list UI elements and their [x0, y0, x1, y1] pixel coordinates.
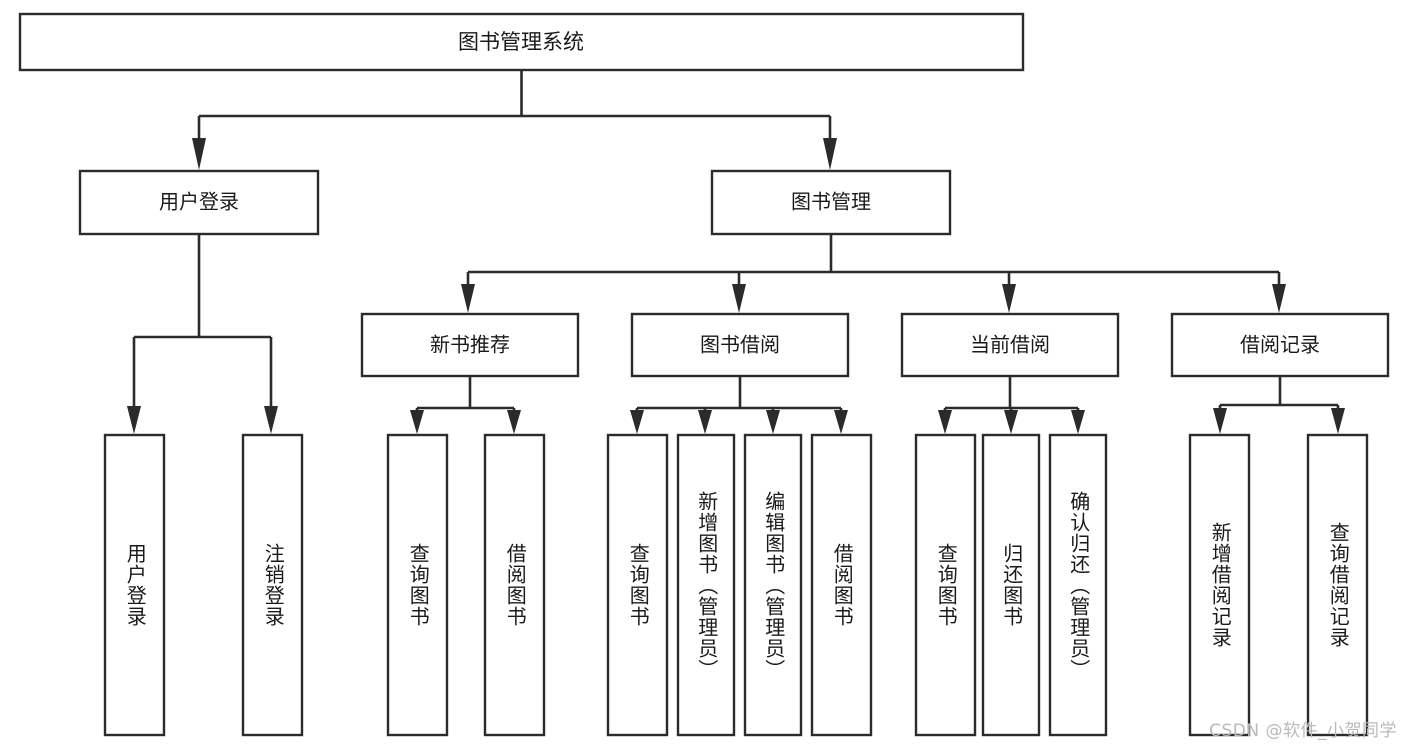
csdn-watermark: CSDN @软件_小贺同学 — [1209, 721, 1397, 741]
node-book-manage-label: 图书管理 — [791, 190, 871, 214]
node-user-login-label: 用户登录 — [159, 190, 239, 214]
connector-book-manage-to-level3 — [461, 234, 1286, 313]
arrowhead-leaf-logout — [264, 406, 278, 434]
node-root-label: 图书管理系统 — [458, 30, 584, 54]
connector-book-borrow-to-leaves — [630, 376, 848, 434]
arrowhead-leaf-add-book — [698, 410, 712, 434]
connector-user-login-to-leaves — [127, 234, 278, 434]
node-current-borrow-box — [900, 312, 1120, 378]
arrowhead-leaf-add-record — [1213, 408, 1227, 434]
node-book-manage[interactable]: 图书管理 — [710, 169, 952, 236]
arrowhead-leaf-return-book — [1004, 410, 1018, 434]
arrowhead-current-borrow — [1002, 284, 1016, 313]
connector-borrow-record-to-leaves — [1213, 376, 1345, 434]
arrowhead-book-borrow — [732, 284, 746, 313]
node-borrow-record-box — [1170, 312, 1390, 378]
arrowhead-leaf-query-book-1 — [410, 410, 424, 434]
arrowhead-leaf-query-book-2 — [630, 410, 644, 434]
node-book-borrow[interactable]: 图书借阅 — [630, 312, 850, 378]
leaf-box-query-book-3[interactable] — [914, 433, 977, 737]
node-new-book-recommend-box — [360, 312, 580, 378]
arrowhead-leaf-user-login — [127, 406, 141, 434]
arrowhead-leaf-borrow-book-1 — [507, 410, 521, 434]
node-user-login-box — [78, 169, 320, 236]
arrowhead-user-login — [192, 138, 206, 170]
leaf-box-confirm-return[interactable] — [1048, 433, 1108, 737]
node-book-borrow-box — [630, 312, 850, 378]
leaf-box-query-record[interactable] — [1306, 433, 1369, 737]
connector-new-book-recommend-to-leaves — [410, 376, 521, 434]
arrowhead-leaf-borrow-book-2 — [834, 410, 848, 434]
leaf-box-user-login[interactable] — [103, 433, 166, 737]
node-borrow-record[interactable]: 借阅记录 — [1170, 312, 1390, 378]
node-user-login[interactable]: 用户登录 — [78, 169, 320, 236]
leaf-box-add-record[interactable] — [1188, 433, 1251, 737]
arrowhead-book-manage — [823, 138, 837, 170]
arrowhead-borrow-record — [1272, 284, 1286, 313]
arrowhead-leaf-query-book-3 — [938, 410, 952, 434]
leaf-box-logout[interactable] — [241, 433, 304, 737]
node-current-borrow-label: 当前借阅 — [970, 333, 1050, 357]
leaf-box-return-book[interactable] — [981, 433, 1041, 737]
leaf-box-edit-book[interactable] — [743, 433, 803, 737]
node-new-book-recommend[interactable]: 新书推荐 — [360, 312, 580, 378]
leaf-box-add-book[interactable] — [676, 433, 736, 737]
connector-current-borrow-to-leaves — [938, 376, 1085, 434]
leaf-box-borrow-book-1[interactable] — [483, 433, 546, 737]
connector-root-to-level2 — [192, 70, 837, 170]
leaf-box-borrow-book-2[interactable] — [810, 433, 873, 737]
node-new-book-recommend-label: 新书推荐 — [430, 333, 510, 357]
node-borrow-record-label: 借阅记录 — [1240, 333, 1320, 357]
arrowhead-leaf-query-record — [1331, 408, 1345, 434]
arrowhead-new-book-recommend — [461, 284, 475, 313]
node-current-borrow[interactable]: 当前借阅 — [900, 312, 1120, 378]
node-book-borrow-label: 图书借阅 — [700, 333, 780, 357]
leaf-box-query-book-1[interactable] — [386, 433, 449, 737]
leaf-box-query-book-2[interactable] — [606, 433, 669, 737]
leaf-boxes — [103, 433, 1369, 737]
node-root-system[interactable]: 图书管理系统 — [18, 12, 1025, 72]
arrowhead-leaf-confirm-return — [1071, 410, 1085, 434]
node-root-box — [18, 12, 1025, 72]
arrowhead-leaf-edit-book — [766, 410, 780, 434]
node-book-manage-box — [710, 169, 952, 236]
